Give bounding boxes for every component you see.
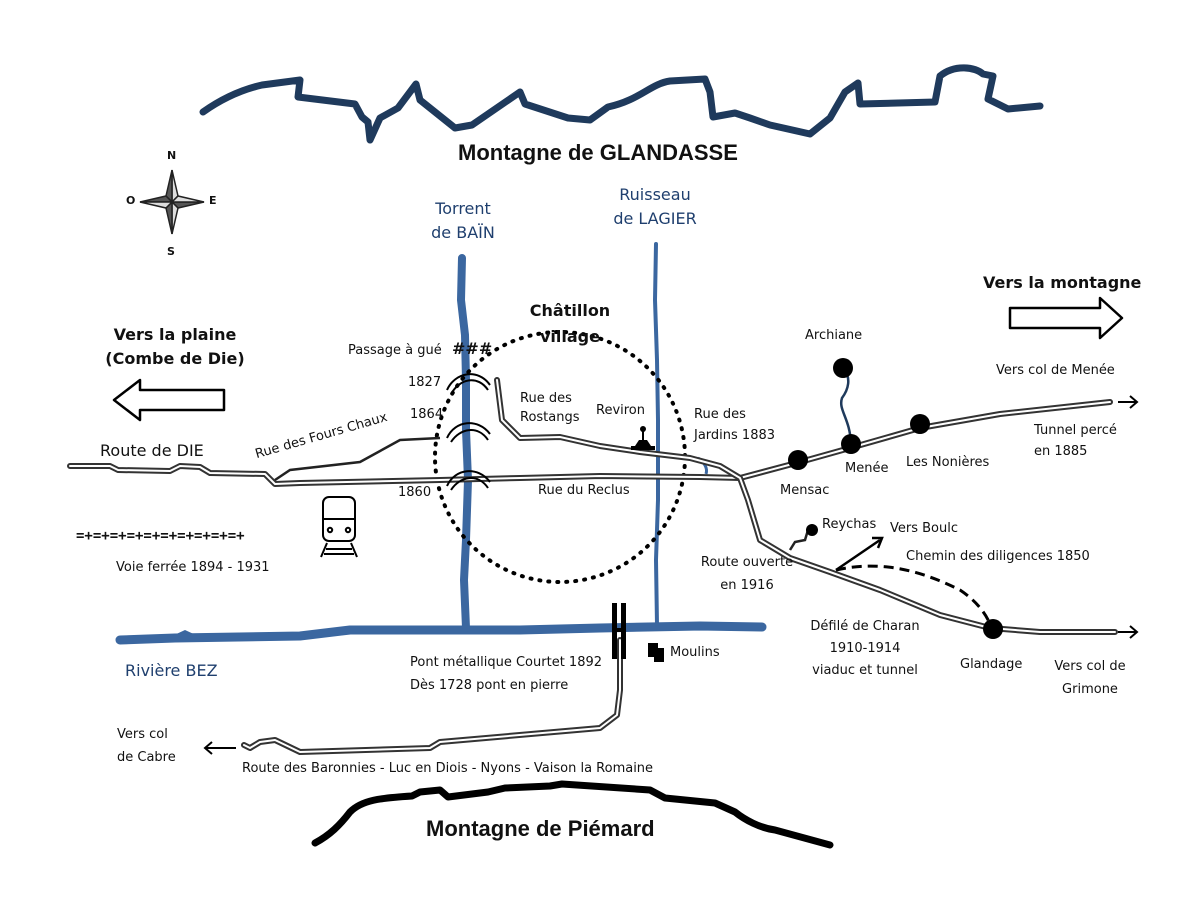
arrow-col-menee-icon	[1118, 395, 1139, 409]
mountain-glandasse-label: Montagne de GLANDASSE	[458, 140, 738, 165]
pont-metallique-icon	[612, 603, 626, 659]
arrow-head-icon	[872, 536, 884, 549]
rue-des-fours-chaux	[274, 436, 441, 482]
compass-n: N	[167, 149, 177, 162]
mountain-piemard-label: Montagne de Piémard	[426, 816, 655, 841]
moulins-label: Moulins	[670, 645, 720, 660]
railway-symbol: =+=+=+=+=+=+=+=+=+=+	[76, 528, 245, 544]
menee-label: Menée	[845, 461, 889, 476]
arrow-col-cabre-icon	[203, 741, 236, 755]
mountain-ridge-glandasse	[199, 64, 1044, 144]
path-reychas	[788, 529, 810, 551]
arrow-right-montagne-icon	[1008, 296, 1124, 340]
reychas-label: Reychas	[822, 517, 877, 532]
compass-w: O	[126, 194, 136, 207]
passage-a-gue-label: Passage à gué	[348, 343, 442, 358]
roads	[67, 377, 1118, 755]
bridge-1827-label: 1827	[408, 375, 442, 390]
bridge-1860-label: 1860	[398, 485, 432, 500]
chemin-diligences-label: Chemin des diligences 1850	[906, 549, 1090, 564]
mensac-label: Mensac	[780, 483, 830, 498]
train-icon	[320, 496, 358, 558]
ford-symbol: ###	[452, 339, 493, 358]
river-bez-arrow-icon	[172, 630, 198, 636]
compass-s: S	[167, 245, 175, 258]
stream-archiane	[839, 367, 853, 445]
compass-e: E	[209, 194, 217, 207]
dot-archiane	[833, 358, 853, 378]
dot-mensac	[788, 450, 808, 470]
nonieres-label: Les Nonières	[906, 455, 990, 470]
route-de-die-label: Route de DIE	[100, 441, 204, 460]
river-bez	[115, 621, 767, 645]
mountain-ridge-piemard	[311, 780, 834, 849]
archiane-label: Archiane	[805, 328, 863, 343]
bridge-1864-label: 1864	[410, 407, 444, 422]
fountain-icon	[631, 426, 655, 450]
reviron-label: Reviron	[596, 403, 646, 418]
chemin-diligences	[835, 564, 992, 625]
ruisseau-lagier	[653, 242, 660, 627]
dot-reychas	[806, 524, 818, 536]
arrow-vers-boulc	[835, 538, 881, 572]
vers-la-montagne-label: Vers la montagne	[983, 273, 1142, 292]
vers-col-menee-label: Vers col de Menée	[996, 363, 1115, 378]
dot-menee	[841, 434, 861, 454]
rue-du-reclus-label: Rue du Reclus	[538, 483, 630, 498]
village-boundary	[433, 330, 687, 584]
railway-label: Voie ferrée 1894 - 1931	[116, 560, 270, 575]
torrent-bain	[457, 254, 472, 632]
arrow-left-plaine-icon	[112, 378, 226, 422]
route-baronnies-label: Route des Baronnies - Luc en Diois - Nyo…	[242, 761, 654, 776]
vers-la-plaine-label: Vers la plaine(Combe de Die)	[105, 325, 245, 369]
vers-boulc-label: Vers Boulc	[890, 521, 959, 536]
glandage-label: Glandage	[960, 657, 1023, 672]
bridge-arcs	[446, 373, 491, 491]
dot-nonieres	[910, 414, 930, 434]
arrow-col-grimone-icon	[1118, 625, 1139, 639]
compass-rose-icon	[139, 169, 205, 235]
riviere-bez-label: Rivière BEZ	[125, 661, 218, 680]
moulins-icon	[648, 643, 664, 662]
dot-glandage	[983, 619, 1003, 639]
